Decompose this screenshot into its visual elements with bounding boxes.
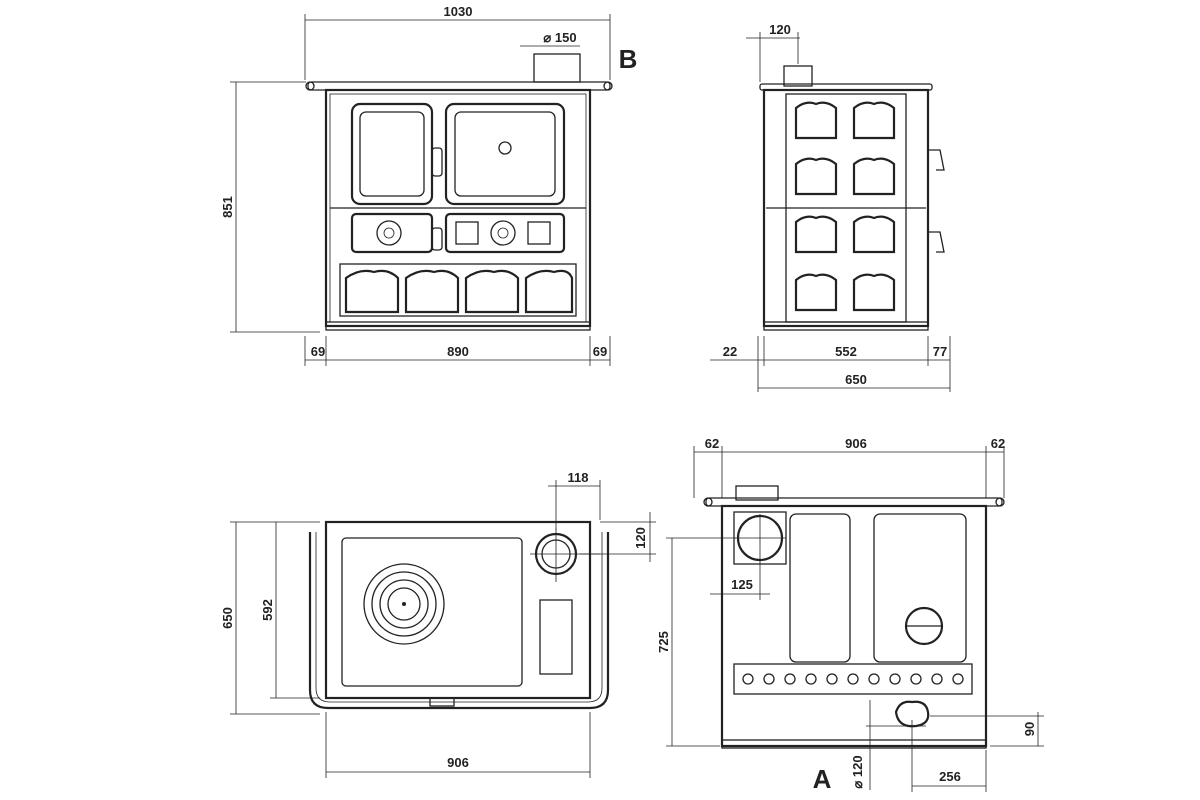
air-control-dial-left: [376, 220, 402, 246]
ash-drawer-door: [350, 212, 434, 254]
front-stove-body: [324, 88, 592, 328]
front-rail-knob-left: [305, 81, 315, 91]
top-warming-slot: [539, 599, 573, 675]
side-stove-body: [762, 88, 930, 328]
side-right-offset-label: 77: [933, 344, 947, 359]
top-flue-offset-y-label: 120: [633, 527, 648, 549]
front-height-label: 851: [220, 196, 235, 218]
side-door-handle-lower: [928, 231, 945, 253]
front-flue-diameter-label: ⌀ 150: [543, 30, 576, 45]
rear-vent-offset-label: 256: [939, 769, 961, 784]
rear-flue-height-label: 725: [656, 631, 671, 653]
cooking-plate: [341, 537, 523, 687]
front-overall-width-label: 1030: [444, 4, 473, 19]
oven-door: [444, 102, 566, 206]
view-label-b: B: [619, 44, 638, 74]
firebox-door: [350, 102, 434, 206]
rear-vent-holes: [742, 673, 964, 685]
side-body-depth-label: 552: [835, 344, 857, 359]
side-flue-pipe: [783, 65, 813, 87]
hob-rings: [363, 563, 445, 645]
front-rail-knob-right: [603, 81, 613, 91]
rear-plinth: [721, 739, 987, 749]
top-view: [308, 520, 610, 710]
top-stove-body: [324, 520, 592, 700]
top-flue-offset-x-label: 118: [568, 470, 589, 485]
side-dimensions: 120 22 552 77 650: [710, 22, 951, 392]
rear-stove-body: [720, 504, 988, 748]
rear-dimensions: 62 906 62 125 725 90 ⌀ 120 256 A: [656, 436, 1044, 794]
rear-left-offset-label: 62: [705, 436, 719, 451]
rear-panel-left: [789, 513, 851, 663]
side-tile-grid: [794, 101, 896, 312]
front-flue-pipe: [533, 53, 581, 83]
rear-air-inlet: [894, 700, 930, 728]
rear-view: [703, 485, 1005, 749]
top-body-depth-label: 592: [260, 599, 275, 621]
front-cooktop-plate: [307, 81, 611, 91]
oven-thermometer: [498, 141, 512, 155]
lower-oven-door: [444, 212, 566, 254]
rear-panel-right: [873, 513, 967, 663]
view-label-a: A: [813, 764, 832, 794]
front-tile-row: [344, 269, 574, 314]
rear-right-offset-label: 62: [991, 436, 1005, 451]
top-overall-depth-label: 650: [220, 607, 235, 629]
rear-cooktop-plate: [705, 497, 1003, 507]
side-overall-depth-label: 650: [845, 372, 867, 387]
rear-flue-stub: [735, 485, 779, 501]
rear-body-width-label: 906: [845, 436, 867, 451]
front-left-offset-label: 69: [311, 344, 325, 359]
rear-vent-height-label: 90: [1022, 722, 1037, 736]
side-view: [759, 65, 945, 331]
firebox-door-handle: [431, 147, 443, 177]
side-left-offset-label: 22: [723, 344, 737, 359]
top-dimensions: 118 120 650 592 906: [220, 470, 656, 778]
side-flue-offset-label: 120: [769, 22, 791, 37]
front-body-width-label: 890: [447, 344, 469, 359]
front-plinth: [325, 321, 591, 331]
rear-vent-diameter-label: ⌀ 120: [850, 755, 865, 788]
front-tile-panel: [339, 263, 577, 317]
rear-vent-strip: [733, 663, 973, 695]
front-right-offset-label: 69: [593, 344, 607, 359]
front-view: [305, 53, 613, 331]
top-body-width-label: 906: [447, 755, 469, 770]
top-rail: [308, 532, 610, 710]
rear-flue-offset-label: 125: [731, 577, 753, 592]
side-plinth: [763, 321, 929, 331]
air-control-dial-right: [490, 220, 516, 246]
side-door-handle-upper: [928, 149, 945, 171]
front-dimensions: 1030 ⌀ 150 851 69 890 69 B: [220, 4, 637, 366]
